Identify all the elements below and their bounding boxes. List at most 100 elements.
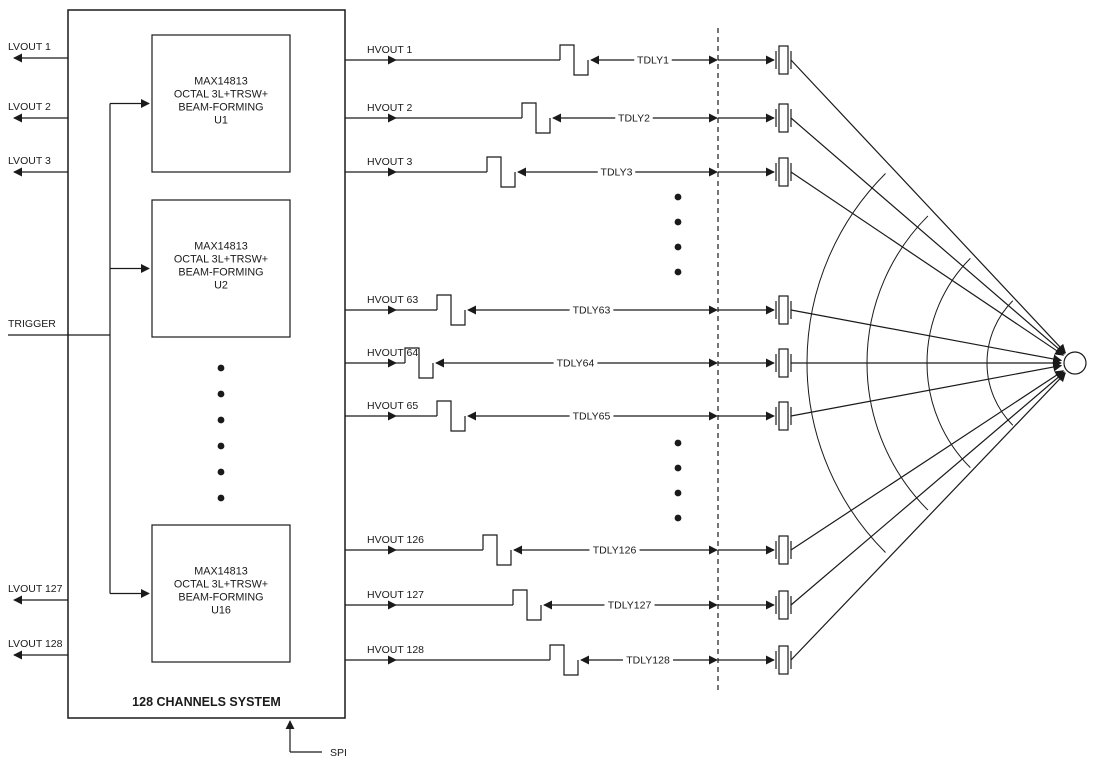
transducer-icon bbox=[778, 103, 789, 133]
lvout-label: LVOUT 3 bbox=[8, 155, 51, 167]
ellipsis-dot bbox=[217, 468, 225, 476]
chip-label-line: U1 bbox=[214, 115, 228, 127]
channel-hvout-2: HVOUT 2 TDLY2 bbox=[345, 102, 1066, 355]
lvout-label: LVOUT 2 bbox=[8, 101, 51, 113]
ellipsis-dot bbox=[674, 489, 682, 497]
focus-ray bbox=[790, 59, 1067, 354]
tdly-label-bg bbox=[622, 654, 674, 666]
trigger-group: TRIGGER bbox=[8, 318, 110, 336]
wavefront-arc bbox=[986, 300, 1014, 426]
system-box-group: 128 CHANNELS SYSTEM bbox=[67, 9, 346, 719]
tdly-label-bg bbox=[597, 166, 636, 178]
hvout-label: HVOUT 128 bbox=[367, 644, 424, 656]
lvout-1-group: LVOUT 1 bbox=[8, 41, 68, 63]
tdly-label-bg bbox=[553, 357, 598, 369]
wavefront-arc bbox=[926, 257, 971, 469]
hvout-label: HVOUT 2 bbox=[367, 102, 412, 114]
ellipsis-dot bbox=[674, 464, 682, 472]
lvout-2-group: LVOUT 2 bbox=[8, 101, 68, 123]
focus-ray bbox=[790, 309, 1063, 364]
chip-box bbox=[151, 524, 291, 663]
hvout-label: HVOUT 1 bbox=[367, 44, 412, 56]
ellipsis-dot bbox=[217, 390, 225, 398]
chip-label-line: BEAM-FORMING bbox=[178, 102, 263, 114]
pulse-waveform-icon bbox=[436, 294, 466, 326]
transducer-icon bbox=[778, 157, 789, 187]
focus-ray bbox=[790, 371, 1066, 606]
tdly-label-bg bbox=[615, 112, 653, 124]
tdly-label: TDLY3 bbox=[601, 167, 633, 179]
ellipsis-dot bbox=[217, 494, 225, 502]
chip-label-line: OCTAL 3L+TRSW+ bbox=[174, 579, 268, 591]
channel-hvout-3: HVOUT 3 TDLY3 bbox=[345, 156, 1065, 356]
chip-label-line: OCTAL 3L+TRSW+ bbox=[174, 89, 268, 101]
lvout-label: LVOUT 128 bbox=[8, 638, 63, 650]
lvout-128-group: LVOUT 128 bbox=[8, 638, 68, 660]
transducer-icon bbox=[778, 535, 789, 565]
system-box bbox=[67, 9, 346, 719]
system-title: 128 CHANNELS SYSTEM bbox=[132, 695, 281, 709]
pulse-waveform-icon bbox=[512, 589, 542, 621]
lvout-label: LVOUT 127 bbox=[8, 583, 63, 595]
ellipsis-dot bbox=[674, 193, 682, 201]
lvout-label: LVOUT 1 bbox=[8, 41, 51, 53]
ellipsis-dot bbox=[217, 416, 225, 424]
hvout-label: HVOUT 126 bbox=[367, 534, 424, 546]
tdly-label: TDLY2 bbox=[618, 113, 650, 125]
trigger-label: TRIGGER bbox=[8, 318, 56, 330]
focus-ray bbox=[790, 370, 1065, 551]
tdly-label: TDLY128 bbox=[626, 655, 670, 667]
transducer-icon bbox=[778, 295, 789, 325]
tdly-label: TDLY126 bbox=[593, 545, 637, 557]
tdly-label-bg bbox=[569, 304, 614, 316]
hvout-label: HVOUT 63 bbox=[367, 294, 418, 306]
transducer-icon bbox=[778, 348, 789, 378]
tdly-label-bg bbox=[634, 54, 672, 66]
focus-ray bbox=[790, 171, 1065, 356]
hvout-label: HVOUT 64 bbox=[367, 347, 418, 359]
tdly-label-bg bbox=[569, 410, 614, 422]
ellipsis-dot bbox=[674, 514, 682, 522]
lvout-127-group: LVOUT 127 bbox=[8, 583, 68, 605]
transducer-icon bbox=[778, 401, 789, 431]
focus-ray bbox=[790, 372, 1066, 661]
ellipsis-dot bbox=[217, 364, 225, 372]
chip-label-line: U2 bbox=[214, 280, 228, 292]
channel-hvout-1: HVOUT 1 TDLY1 bbox=[345, 44, 1067, 354]
pulse-waveform-icon bbox=[521, 102, 551, 134]
hvout-label: HVOUT 3 bbox=[367, 156, 412, 168]
chip-label-line: BEAM-FORMING bbox=[178, 267, 263, 279]
focus-ray bbox=[790, 362, 1063, 417]
spi-group: SPI bbox=[285, 720, 347, 759]
pulse-waveform-icon bbox=[559, 44, 589, 76]
wavefront-arc bbox=[866, 215, 929, 511]
chip-label-line: U16 bbox=[211, 605, 231, 617]
ellipsis-dot bbox=[674, 439, 682, 447]
ellipsis-dot bbox=[674, 243, 682, 251]
tdly-label-bg bbox=[604, 599, 655, 611]
wavefront-arc bbox=[806, 173, 886, 553]
chip-box bbox=[151, 34, 291, 173]
spi-label: SPI bbox=[330, 747, 347, 759]
tdly-label: TDLY63 bbox=[573, 305, 611, 317]
pulse-waveform-icon bbox=[482, 534, 512, 566]
pulse-waveform-icon bbox=[436, 400, 466, 432]
chip-box bbox=[151, 199, 291, 338]
tdly-label: TDLY65 bbox=[573, 411, 611, 423]
tdly-label: TDLY127 bbox=[608, 600, 652, 612]
pulse-waveform-icon bbox=[404, 347, 434, 379]
ellipsis-dot bbox=[674, 268, 682, 276]
chip-label-line: OCTAL 3L+TRSW+ bbox=[174, 254, 268, 266]
lvout-3-group: LVOUT 3 bbox=[8, 155, 68, 177]
transducer-icon bbox=[778, 45, 789, 75]
tdly-label: TDLY1 bbox=[637, 55, 669, 67]
channel-hvout-63: HVOUT 63 TDLY63 bbox=[345, 294, 1063, 364]
